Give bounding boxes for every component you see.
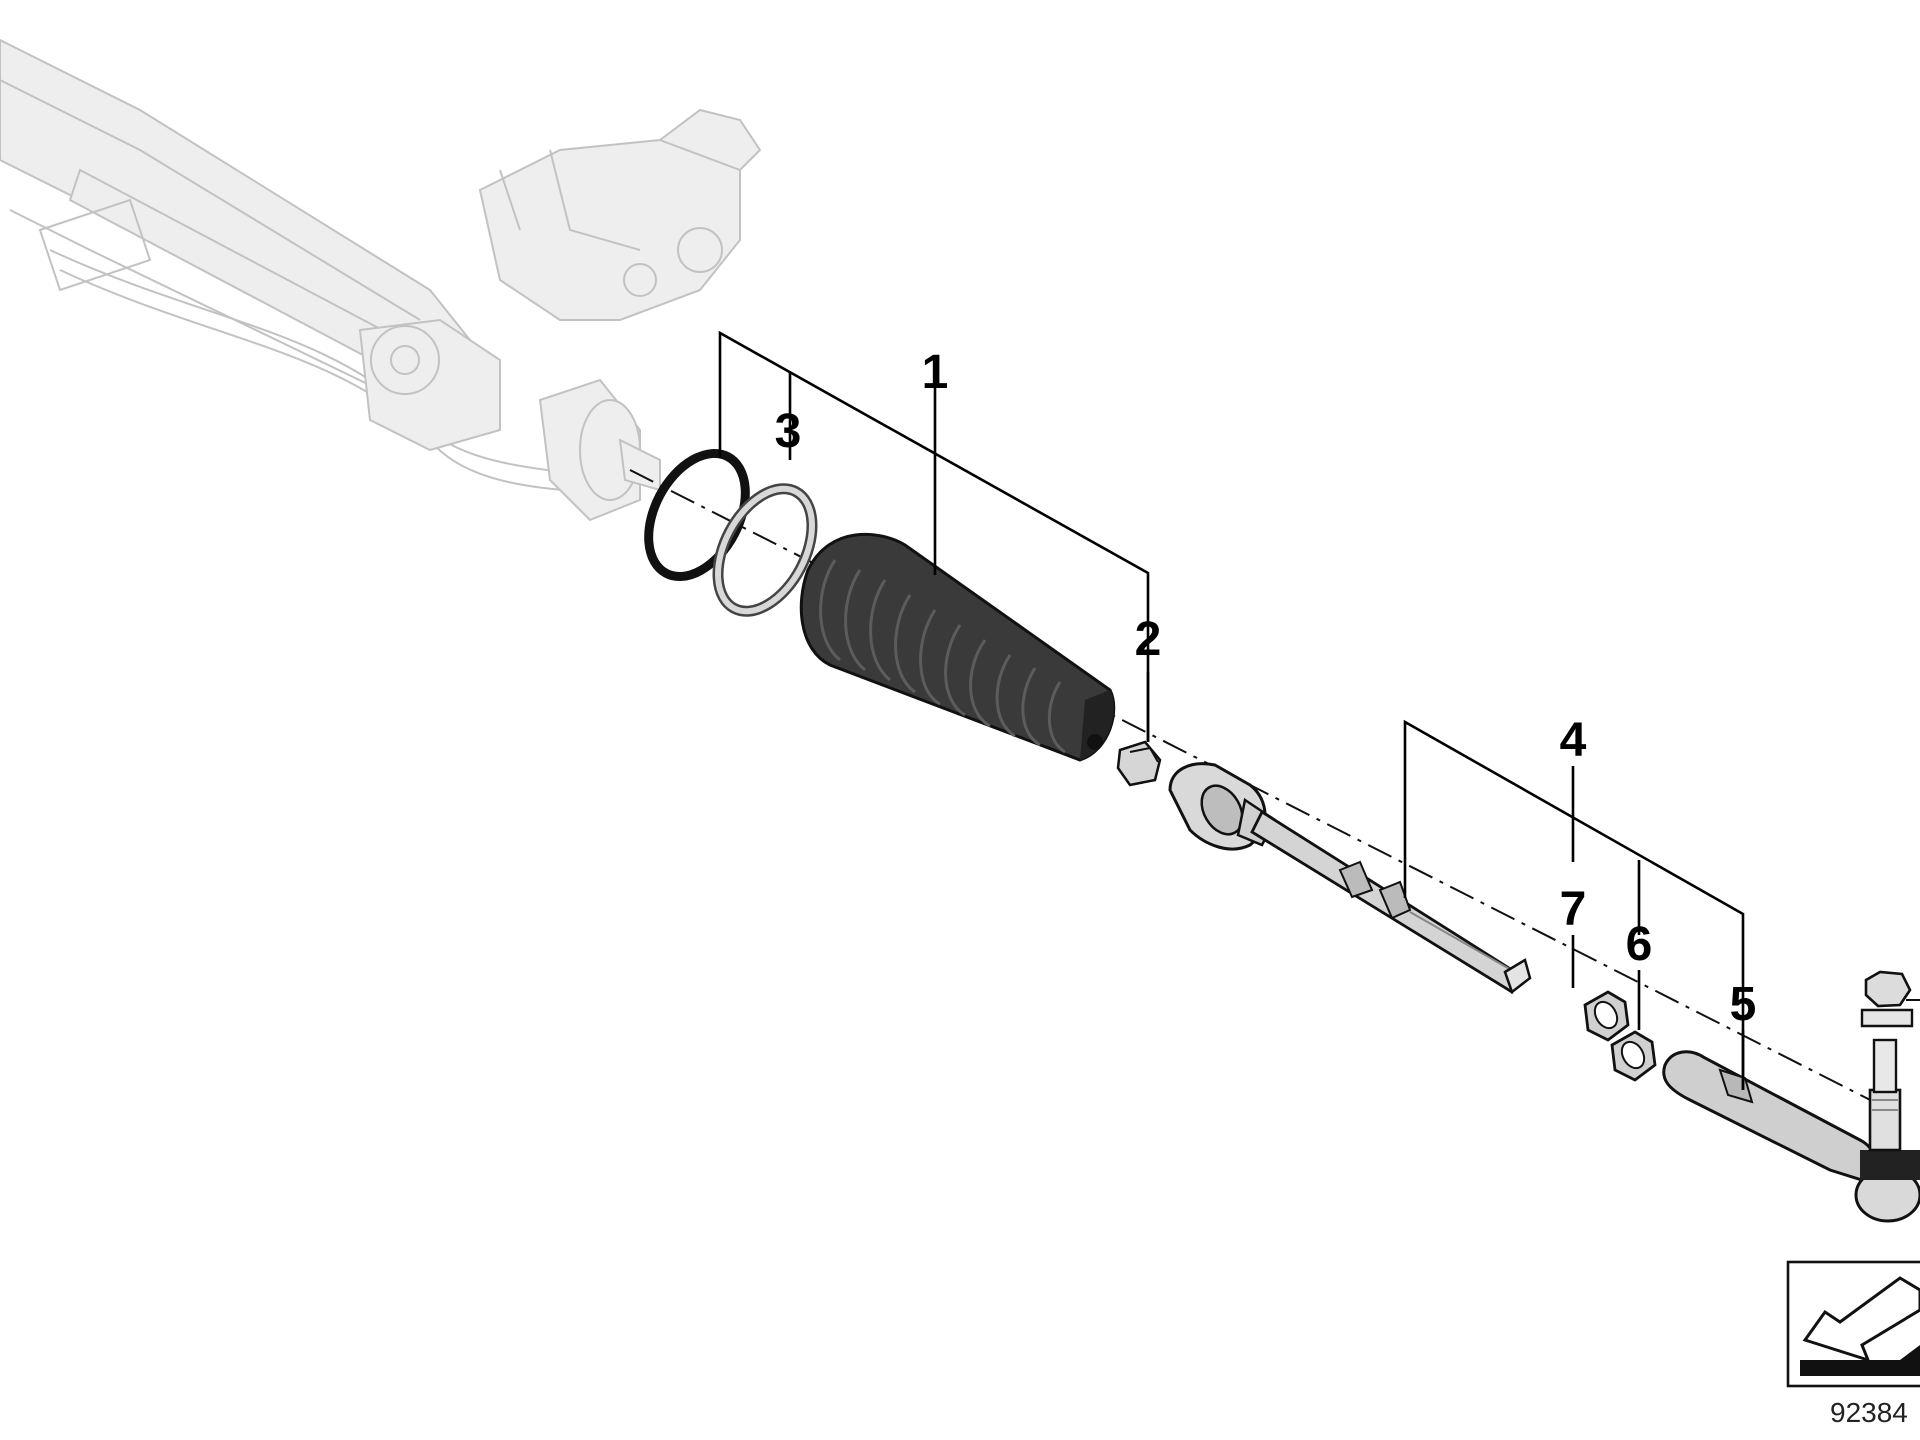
callout-3: 3 <box>775 405 802 458</box>
callout-1: 1 <box>922 346 949 399</box>
callout-2: 2 <box>1135 613 1162 666</box>
callout-5: 5 <box>1730 978 1757 1031</box>
steering-rack-housing <box>0 38 762 522</box>
lock-ring <box>1116 740 1162 787</box>
jam-nut-6 <box>1610 1030 1657 1082</box>
document-number: 92384 <box>1830 1397 1908 1428</box>
leader-lines <box>718 330 1745 1090</box>
outer-tie-rod-end <box>1662 1038 1920 1223</box>
callout-7: 7 <box>1560 883 1587 936</box>
bellows-boot <box>799 532 1116 762</box>
inner-tie-rod <box>1168 762 1532 995</box>
hex-nut <box>1860 970 1920 1028</box>
jam-nut-7 <box>1583 990 1630 1042</box>
clamp-ring <box>712 483 818 617</box>
callout-6: 6 <box>1626 918 1653 971</box>
o-ring <box>644 448 750 582</box>
callout-4: 4 <box>1560 714 1587 767</box>
orientation-symbol <box>1786 1260 1920 1388</box>
